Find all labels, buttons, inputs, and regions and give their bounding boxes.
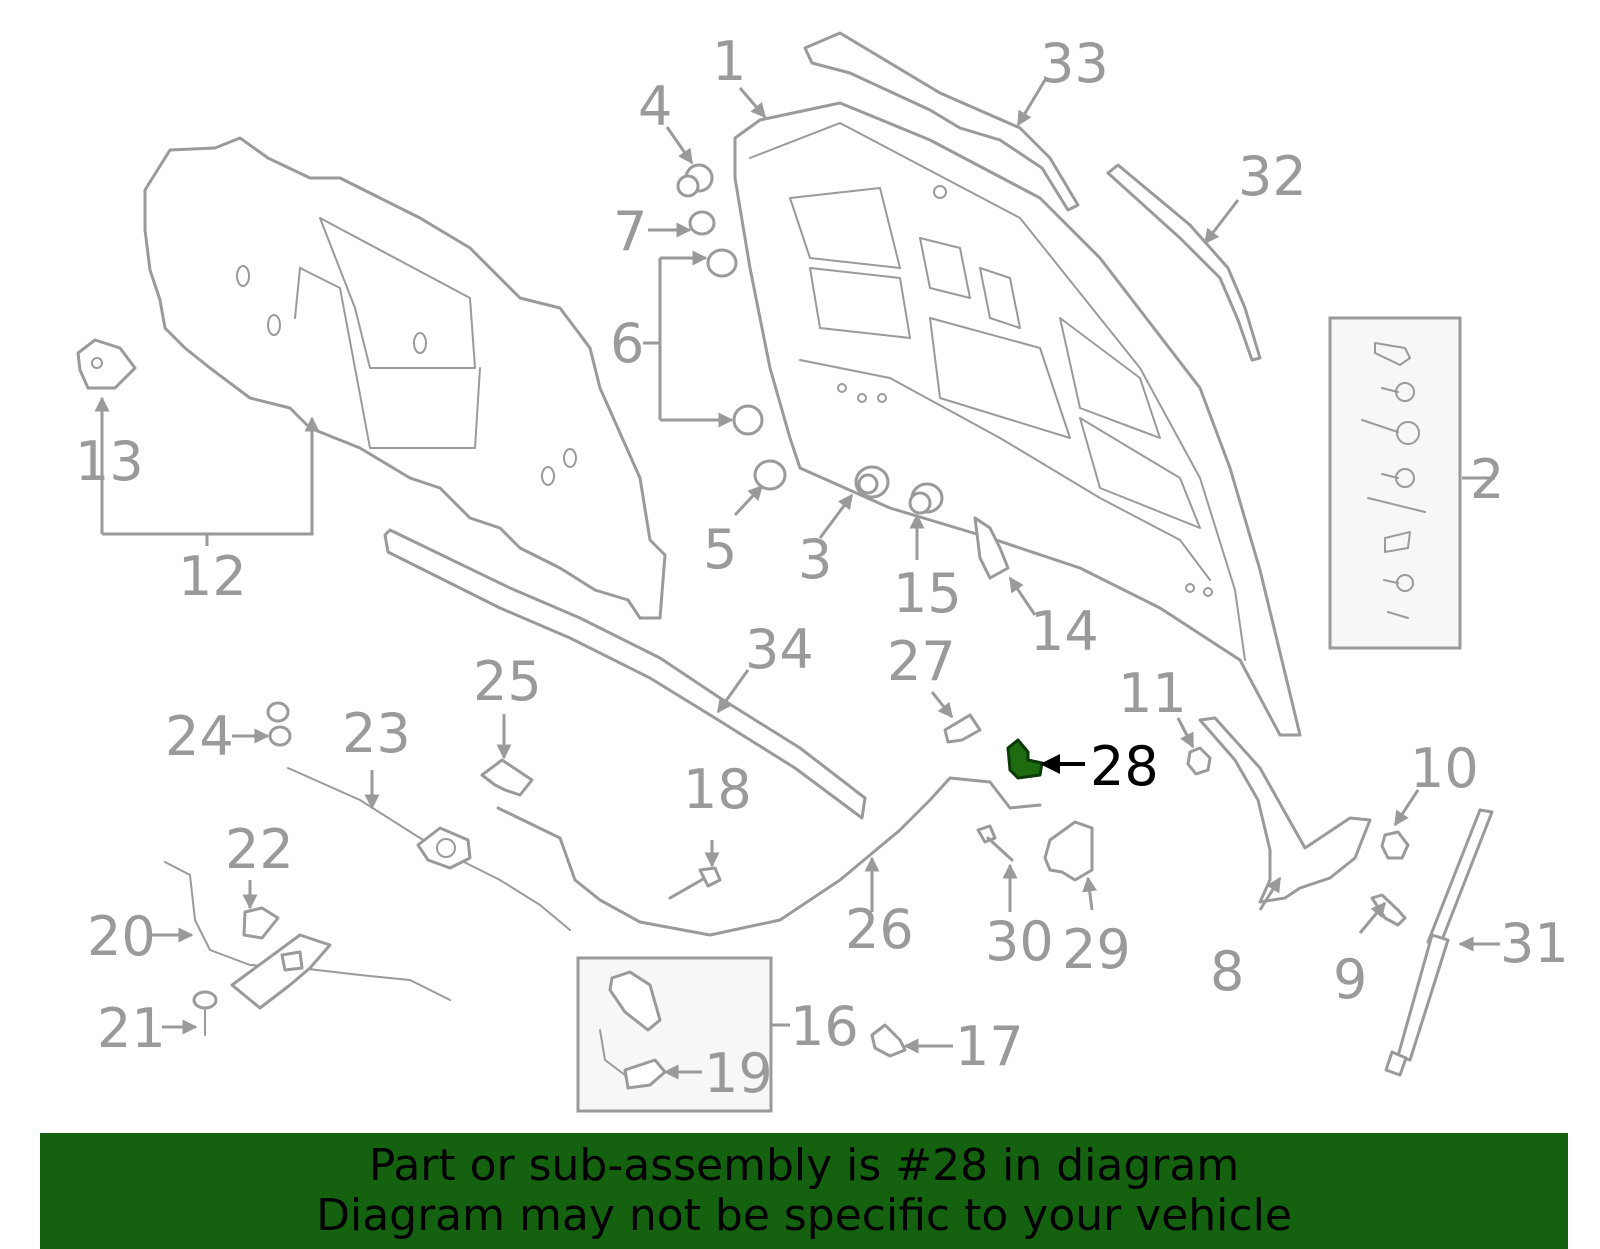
weatherstrip-part-34 — [383, 528, 867, 820]
bumper-part-3 — [854, 465, 890, 499]
parts-diagram: 1 2 3 4 5 6 7 8 9 10 11 12 13 14 15 16 1… — [75, 30, 1569, 1113]
callout-6: 6 — [610, 312, 644, 375]
bracket-part-14 — [973, 516, 1010, 580]
callout-15: 15 — [893, 562, 962, 625]
callout-3: 3 — [798, 528, 832, 591]
callout-19: 19 — [704, 1042, 773, 1105]
callout-10: 10 — [1410, 737, 1479, 800]
callout-26: 26 — [845, 898, 914, 961]
callout-27: 27 — [887, 630, 956, 693]
callout-18: 18 — [683, 758, 752, 821]
callout-33: 33 — [1040, 32, 1109, 95]
banner-line-part-number: Part or sub-assembly is #28 in diagram — [368, 1140, 1240, 1191]
callout-34: 34 — [745, 618, 814, 681]
bumper-part-4 — [676, 163, 714, 198]
release-cable-part-26 — [496, 776, 1042, 937]
bumper-part-6b — [732, 404, 764, 436]
callout-22: 22 — [225, 818, 294, 881]
seal-part-32 — [1106, 163, 1262, 362]
hood-panel-part-1 — [733, 101, 1302, 737]
callout-13: 13 — [75, 430, 144, 493]
clip-part-9 — [1370, 893, 1407, 927]
cable-part-23 — [287, 767, 571, 931]
callout-20: 20 — [87, 905, 156, 968]
latch-box-part-16 — [576, 956, 773, 1113]
callout-5: 5 — [703, 518, 737, 581]
callout-21: 21 — [97, 997, 166, 1060]
callout-28-highlighted: 28 — [1090, 735, 1159, 798]
bracket-part-13 — [76, 338, 137, 390]
callout-7: 7 — [613, 200, 647, 263]
leader-lines — [94, 79, 1500, 1080]
pad-part-27 — [943, 713, 982, 744]
bumper-part-15 — [908, 482, 944, 515]
callout-32: 32 — [1238, 145, 1307, 208]
bumper-part-7 — [688, 210, 716, 236]
bolt-part-18 — [668, 866, 722, 900]
seal-part-33 — [803, 31, 1080, 212]
callout-12: 12 — [178, 545, 247, 608]
callout-4: 4 — [638, 75, 672, 138]
callout-30: 30 — [985, 910, 1054, 973]
bracket-part-29 — [1043, 820, 1094, 882]
callout-25: 25 — [473, 650, 542, 713]
clip-part-25 — [480, 758, 534, 797]
gas-strut-part-31 — [1384, 808, 1494, 1077]
hinge-part-8 — [1198, 716, 1372, 904]
clip-part-22 — [242, 906, 280, 940]
cable-part-20 — [164, 861, 451, 1010]
info-banner: Part or sub-assembly is #28 in diagram D… — [40, 1133, 1568, 1249]
callout-2: 2 — [1470, 448, 1504, 511]
hardware-box-part-2 — [1328, 316, 1462, 650]
callout-31: 31 — [1500, 912, 1569, 975]
screw-part-21 — [192, 990, 218, 1036]
callout-1: 1 — [712, 30, 746, 93]
striker-part-28-highlighted — [1006, 738, 1044, 780]
callout-16: 16 — [790, 995, 859, 1058]
bolt-part-30 — [976, 824, 1014, 862]
nut-part-10 — [1380, 830, 1410, 860]
callout-17: 17 — [955, 1015, 1024, 1078]
callout-labels: 1 2 3 4 5 6 7 8 9 10 11 12 13 14 15 16 1… — [75, 30, 1569, 1105]
callout-29: 29 — [1062, 918, 1131, 981]
hood-insulator-part-12 — [143, 136, 667, 620]
callout-14: 14 — [1030, 600, 1099, 663]
callout-9: 9 — [1333, 948, 1367, 1011]
callout-24: 24 — [165, 705, 234, 768]
callout-23: 23 — [342, 702, 411, 765]
bumper-part-6a — [706, 248, 738, 278]
clip-part-24 — [266, 701, 292, 747]
bumper-part-5 — [753, 459, 787, 491]
switch-part-17 — [870, 1023, 907, 1058]
nut-part-11 — [1186, 746, 1212, 776]
banner-line-disclaimer: Diagram may not be specific to your vehi… — [316, 1190, 1292, 1241]
callout-8: 8 — [1210, 940, 1244, 1003]
callout-11: 11 — [1118, 662, 1187, 725]
